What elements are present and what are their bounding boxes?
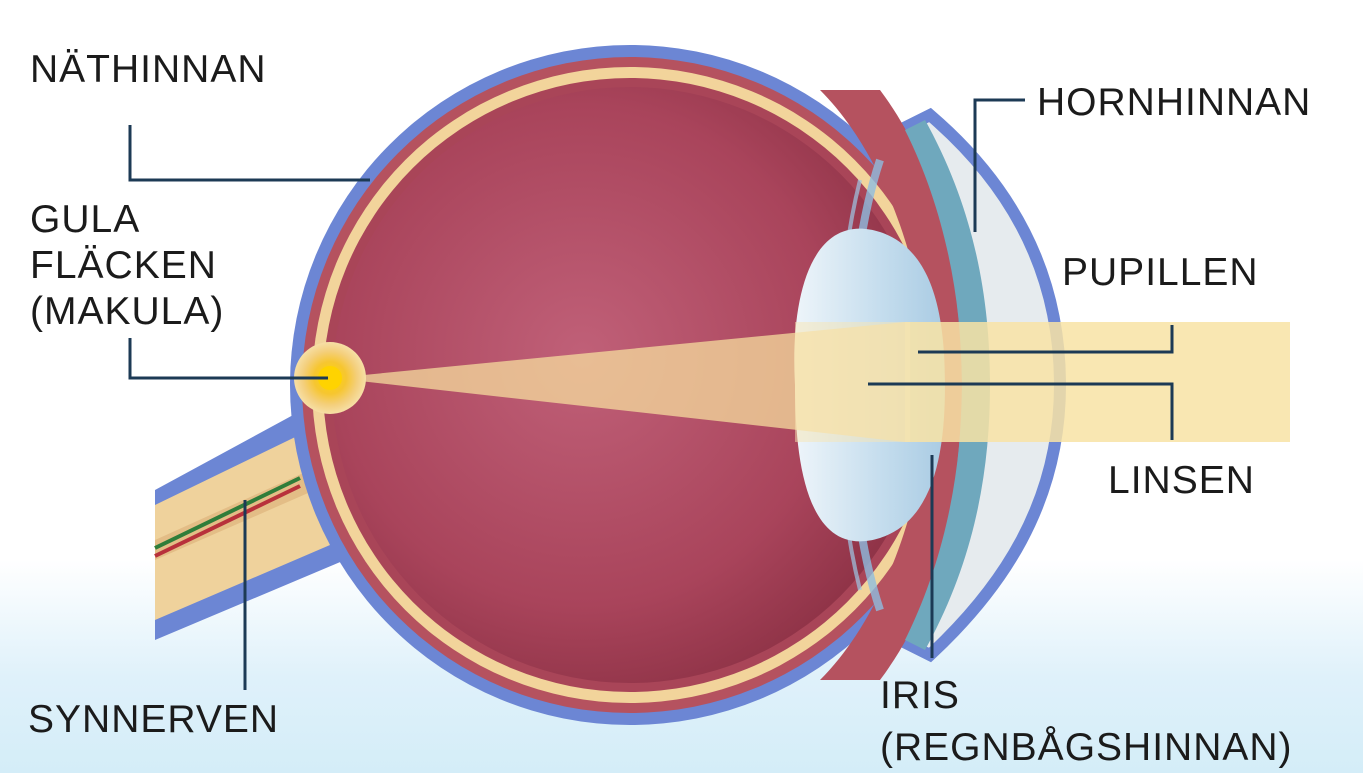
label-pupillen: PUPILLEN [1062, 250, 1259, 296]
label-synnerven: SYNNERVEN [28, 697, 279, 743]
label-iris: IRIS (REGNBÅGSHINNAN) [880, 673, 1293, 771]
incoming-light [905, 322, 1290, 442]
label-linsen: LINSEN [1108, 458, 1255, 504]
label-gula-flacken: GULA FLÄCKEN (MAKULA) [30, 197, 224, 335]
label-gula-line3: (MAKULA) [30, 289, 224, 335]
label-gula-line2: FLÄCKEN [30, 243, 224, 289]
label-nathinnan: NÄTHINNAN [30, 47, 267, 93]
label-iris-line1: IRIS [880, 673, 1293, 719]
leader-nathinnan [130, 125, 370, 180]
label-gula-line1: GULA [30, 197, 224, 243]
label-hornhinnan: HORNHINNAN [1037, 80, 1311, 126]
label-iris-line2: (REGNBÅGSHINNAN) [880, 725, 1293, 771]
